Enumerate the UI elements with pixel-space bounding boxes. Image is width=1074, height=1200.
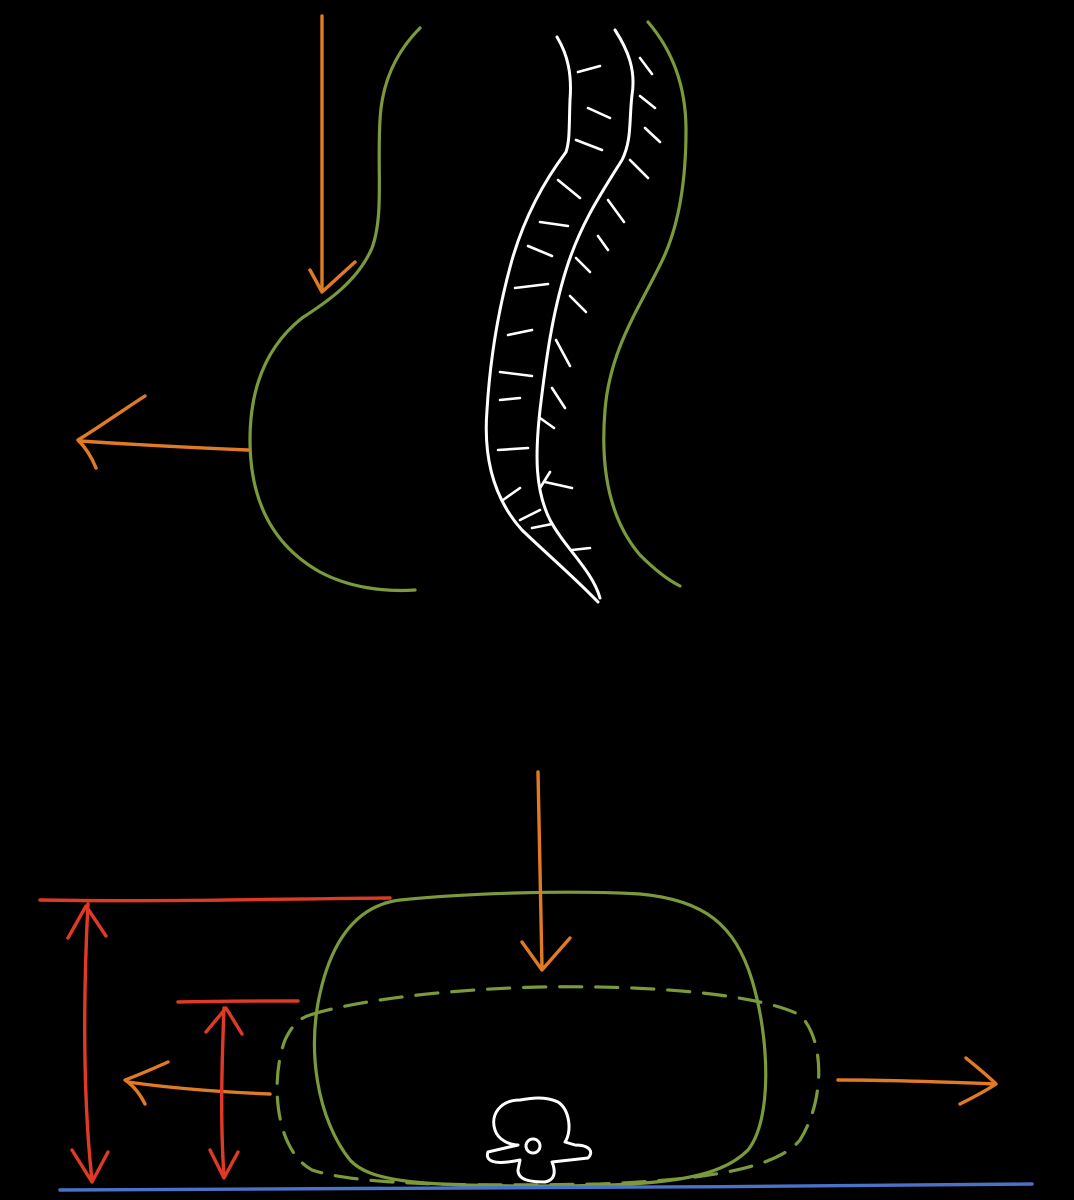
ground-line <box>58 1182 1034 1192</box>
right-spread-arrow <box>836 1056 998 1106</box>
spine-tick <box>576 64 602 74</box>
spine-tick <box>538 470 552 490</box>
spine-tick <box>586 106 612 120</box>
spine-tick <box>638 56 654 76</box>
cross-section-outline <box>312 890 768 1188</box>
spine-tick <box>574 138 604 152</box>
back-outline <box>602 20 688 588</box>
spine-front-edge <box>484 35 600 604</box>
spine-tick <box>596 234 610 252</box>
cross-downward-force-arrow <box>520 770 572 972</box>
compressed-outline <box>275 985 821 1187</box>
spine-tick <box>550 386 567 410</box>
spine-tick <box>568 294 588 314</box>
side-outward-bulge-arrow <box>76 394 250 470</box>
vertebra-icon <box>485 1096 593 1184</box>
left-spread-arrow <box>123 1060 272 1106</box>
spine-back-edge <box>535 28 635 600</box>
spine-tick <box>556 178 582 200</box>
belly-outline <box>248 26 422 593</box>
side-view <box>76 14 688 604</box>
spine-tick <box>543 480 574 490</box>
spine-tick <box>638 94 657 110</box>
spine-tick <box>574 256 592 274</box>
spine-tick <box>498 396 522 402</box>
tall-height-marker <box>38 896 392 1184</box>
spine-tick <box>643 126 662 144</box>
spine-tick <box>628 158 650 180</box>
spine-tick <box>554 338 572 368</box>
spine-tick <box>606 198 626 224</box>
spine-tick <box>496 446 530 452</box>
spine-tick <box>518 508 542 522</box>
cross-section <box>38 770 1034 1192</box>
spine-tick <box>501 486 522 502</box>
spine-tick <box>526 244 554 258</box>
spine-tick <box>498 370 534 378</box>
spine-tick <box>506 328 534 337</box>
spine-tick <box>538 220 570 228</box>
spine-tick <box>513 282 550 290</box>
short-height-marker <box>176 999 300 1180</box>
side-downward-force-arrow <box>308 14 357 294</box>
spine-tick <box>538 416 556 430</box>
spine-tick <box>530 522 554 530</box>
spine-tick <box>570 546 592 552</box>
spine-ticks <box>496 56 662 552</box>
